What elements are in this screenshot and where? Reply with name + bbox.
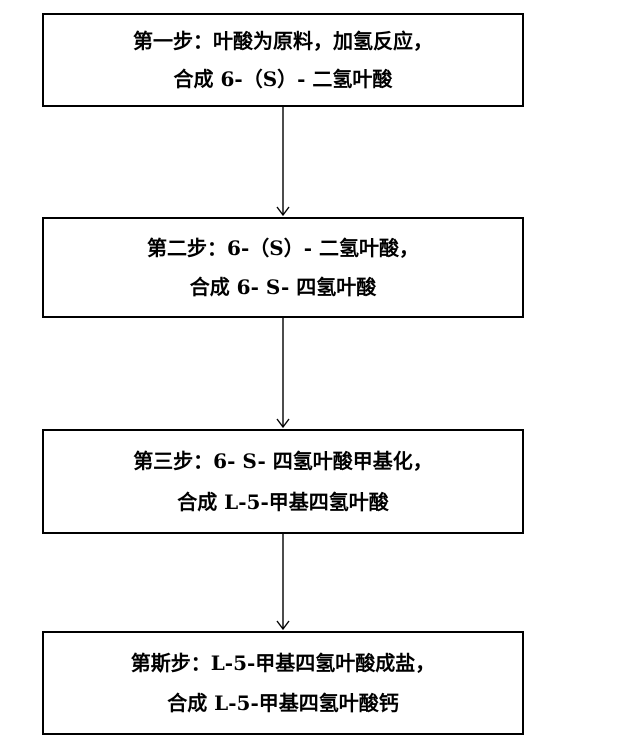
step-3-line-2: 合成 L-5-甲基四氢叶酸 — [177, 490, 389, 514]
step-4-line-1: 第斯步：L-5-甲基四氢叶酸成盐， — [130, 650, 436, 675]
arrow-down-icon — [273, 107, 293, 217]
step-3-line-1: 第三步：6- S- 四氢叶酸甲基化， — [133, 449, 433, 473]
flow-step-2-box: 第二步：6-（S）- 二氢叶酸， 合成 6- S- 四氢叶酸 — [42, 217, 524, 318]
step-2-line-2: 合成 6- S- 四氢叶酸 — [189, 275, 377, 300]
step-2-line-1: 第二步：6-（S）- 二氢叶酸， — [147, 235, 419, 260]
step-1-line-2: 合成 6-（S）- 二氢叶酸 — [173, 66, 393, 91]
arrow-down-icon — [273, 318, 293, 429]
flow-step-3-box: 第三步：6- S- 四氢叶酸甲基化， 合成 L-5-甲基四氢叶酸 — [42, 429, 524, 534]
arrow-down-icon — [273, 534, 293, 631]
step-4-line-2: 合成 L-5-甲基四氢叶酸钙 — [167, 691, 399, 716]
flow-step-4-box: 第斯步：L-5-甲基四氢叶酸成盐， 合成 L-5-甲基四氢叶酸钙 — [42, 631, 524, 735]
flow-step-1-box: 第一步：叶酸为原料，加氢反应， 合成 6-（S）- 二氢叶酸 — [42, 13, 524, 107]
step-1-line-1: 第一步：叶酸为原料，加氢反应， — [133, 29, 433, 54]
